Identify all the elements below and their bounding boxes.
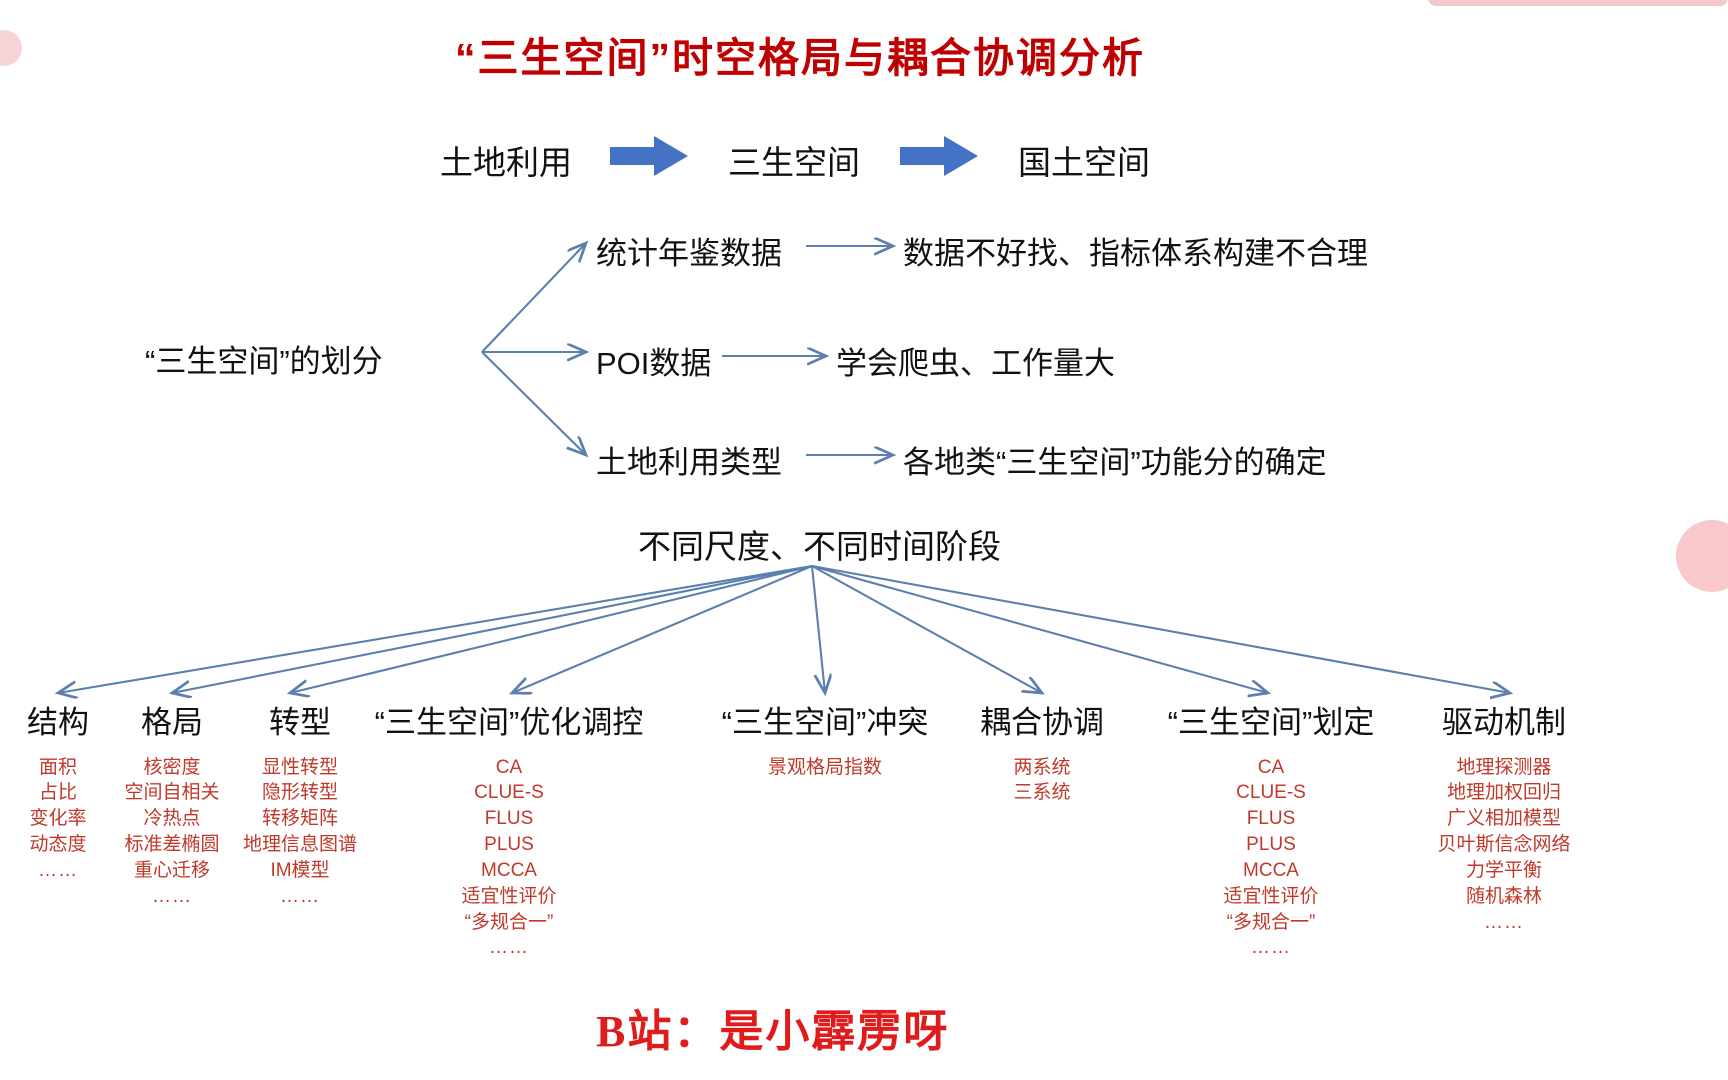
branch-source-1: POI数据: [596, 346, 712, 381]
fan-item: 转移矩阵: [261, 808, 338, 830]
fan-item: ……: [280, 885, 320, 907]
decorative-circle-right: [1676, 520, 1728, 592]
fan-item: MCCA: [1243, 859, 1299, 881]
fan-item: 动态度: [29, 834, 87, 856]
branch-result-2: 各地类“三生空间”功能分的确定: [903, 445, 1327, 480]
fan-item: 核密度: [143, 756, 201, 778]
fan-item: ……: [489, 937, 529, 959]
fan-item: 适宜性评价: [1223, 885, 1319, 907]
fan-column-1-title: 格局: [141, 705, 203, 740]
fan-column-0: 结构 面积 占比 变化率 动态度 ……: [0, 705, 128, 884]
branch-result-0: 数据不好找、指标体系构建不合理: [903, 236, 1368, 271]
fan-item: 面积: [38, 756, 77, 778]
fan-item: CA: [495, 756, 523, 778]
fan-item: 占比: [38, 782, 77, 804]
fan-column-0-title: 结构: [27, 705, 89, 740]
fan-item: CA: [1257, 756, 1285, 778]
fan-item: ……: [38, 859, 78, 881]
fan-column-3-title: “三生空间”优化调控: [374, 705, 644, 740]
fan-item: “多规合一”: [1226, 911, 1316, 933]
fan-item: 两系统: [1013, 756, 1071, 778]
fan-item: 标准差椭圆: [124, 834, 220, 856]
fan-item: 适宜性评价: [461, 885, 557, 907]
fan-item: PLUS: [484, 834, 534, 856]
fan-item: “多规合一”: [464, 911, 554, 933]
fan-item: 地理加权回归: [1446, 782, 1561, 804]
fan-column-7-title: 驱动机制: [1442, 705, 1566, 740]
fan-column-3-items: CA CLUE-S FLUS PLUS MCCA 适宜性评价 “多规合一” ……: [364, 755, 654, 962]
flow-item-land-use: 土地利用: [440, 144, 572, 181]
fan-item: 贝叶斯信念网络: [1437, 834, 1571, 856]
branch-source-2: 土地利用类型: [596, 445, 782, 480]
watermark-text: B站：是小霹雳呀: [596, 1007, 950, 1056]
fan-item: FLUS: [484, 808, 534, 830]
fan-item: 变化率: [29, 808, 87, 830]
fan-column-4-title: “三生空间”冲突: [721, 705, 929, 740]
fan-root-label: 不同尺度、不同时间阶段: [638, 528, 1001, 565]
fan-column-5-title: 耦合协调: [980, 705, 1104, 740]
decorative-circle-left: [0, 30, 22, 66]
flow-arrow-2-icon: [900, 136, 978, 176]
fan-item: 地理探测器: [1456, 756, 1552, 778]
fan-item: FLUS: [1246, 808, 1296, 830]
branch-result-1: 学会爬虫、工作量大: [836, 346, 1115, 381]
fan-item: 隐形转型: [261, 782, 338, 804]
fan-column-7: 驱动机制 地理探测器 地理加权回归 广义相加模型 贝叶斯信念网络 力学平衡 随机…: [1404, 705, 1604, 935]
fan-item: 空间自相关: [124, 782, 220, 804]
fan-item: CLUE-S: [1236, 782, 1306, 804]
fan-item: 重心迁移: [133, 859, 210, 881]
fan-item: ……: [1484, 911, 1524, 933]
fan-item: IM模型: [270, 859, 330, 881]
flow-arrow-1-icon: [610, 136, 688, 176]
fan-item: CLUE-S: [474, 782, 544, 804]
fan-column-2: 转型 显性转型 隐形转型 转移矩阵 地理信息图谱 IM模型 ……: [212, 705, 388, 910]
fan-column-6: “三生空间”划定 CA CLUE-S FLUS PLUS MCCA 适宜性评价 …: [1140, 705, 1402, 961]
flow-item-sanshengkongjian: 三生空间: [728, 144, 860, 181]
fan-column-5-items: 两系统 三系统: [962, 755, 1122, 807]
fan-item: 景观格局指数: [767, 756, 882, 778]
fan-item: PLUS: [1246, 834, 1296, 856]
fan-item: 随机森林: [1465, 885, 1542, 907]
fan-column-0-items: 面积 占比 变化率 动态度 ……: [0, 755, 128, 884]
fan-column-6-items: CA CLUE-S FLUS PLUS MCCA 适宜性评价 “多规合一” ……: [1140, 755, 1402, 962]
fan-column-2-title: 转型: [269, 705, 331, 740]
fan-item: ……: [1251, 937, 1291, 959]
fan-column-5: 耦合协调 两系统 三系统: [962, 705, 1122, 806]
flow-item-guotukongjian: 国土空间: [1018, 144, 1150, 181]
fan-item: 冷热点: [143, 808, 201, 830]
fan-item: 显性转型: [261, 756, 338, 778]
fan-column-4-items: 景观格局指数: [690, 755, 960, 781]
fan-item: 力学平衡: [1465, 859, 1542, 881]
branch-source-0: 统计年鉴数据: [596, 236, 782, 271]
fan-item: ……: [152, 885, 192, 907]
slide-title: “三生空间”时空格局与耦合协调分析: [455, 35, 1145, 81]
fan-item: MCCA: [481, 859, 537, 881]
fan-column-6-title: “三生空间”划定: [1167, 705, 1375, 740]
fan-column-7-items: 地理探测器 地理加权回归 广义相加模型 贝叶斯信念网络 力学平衡 随机森林 ……: [1404, 755, 1604, 936]
fan-column-3: “三生空间”优化调控 CA CLUE-S FLUS PLUS MCCA 适宜性评…: [364, 705, 654, 961]
fan-item: 广义相加模型: [1446, 808, 1561, 830]
fan-column-1-items: 核密度 空间自相关 冷热点 标准差椭圆 重心迁移 ……: [92, 755, 252, 910]
fan-column-2-items: 显性转型 隐形转型 转移矩阵 地理信息图谱 IM模型 ……: [212, 755, 388, 910]
fan-item: 地理信息图谱: [242, 834, 357, 856]
branch-root-label: “三生空间”的划分: [145, 344, 383, 379]
fan-item: 三系统: [1013, 782, 1071, 804]
fan-column-1: 格局 核密度 空间自相关 冷热点 标准差椭圆 重心迁移 ……: [92, 705, 252, 910]
decorative-bar-top-right: [1428, 0, 1728, 6]
fan-column-4: “三生空间”冲突 景观格局指数: [690, 705, 960, 780]
